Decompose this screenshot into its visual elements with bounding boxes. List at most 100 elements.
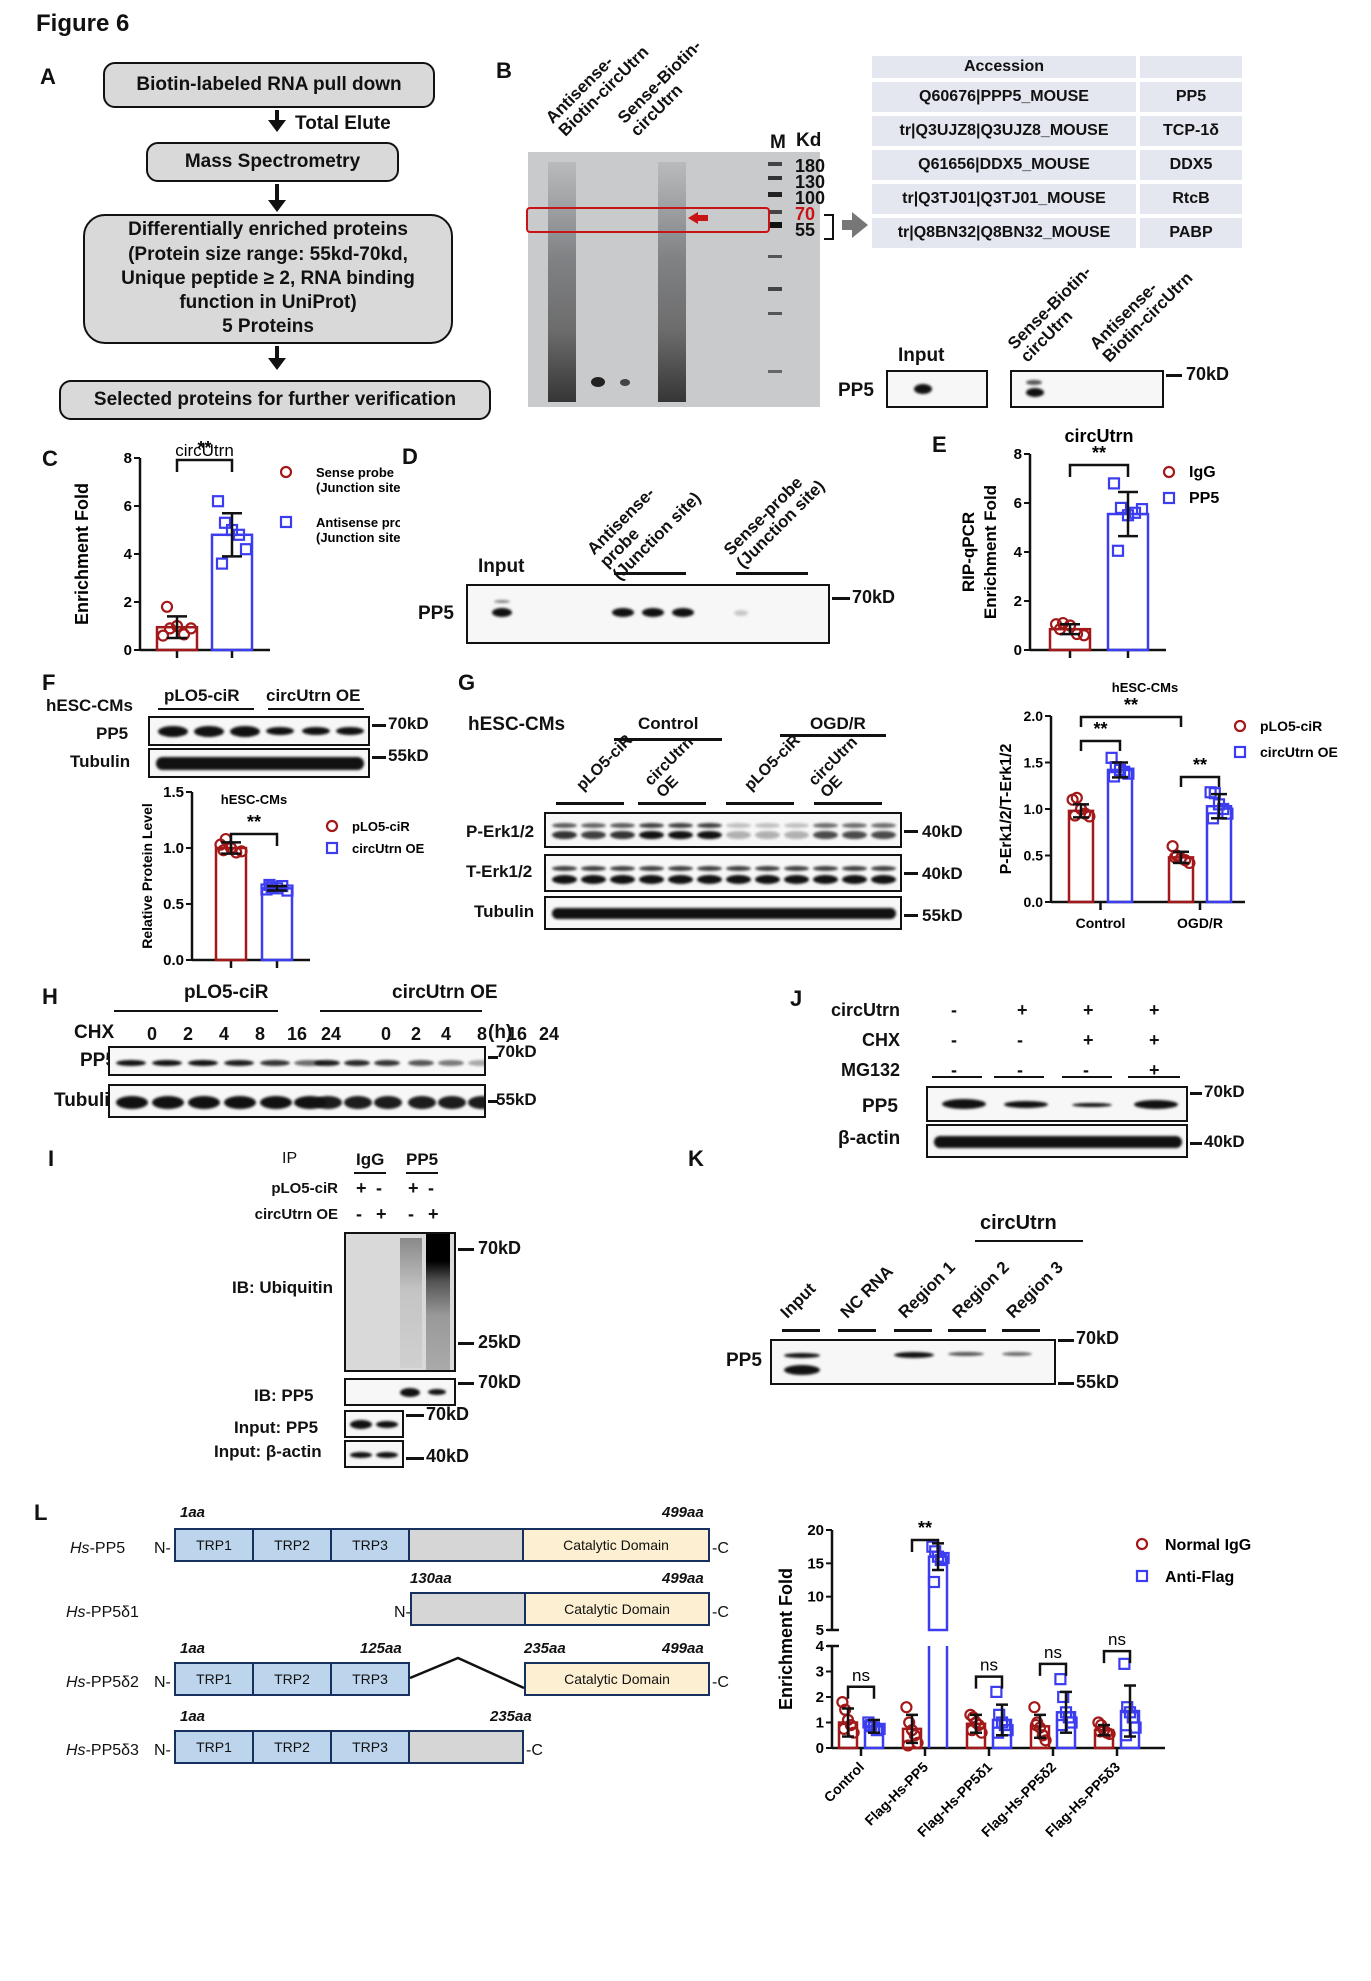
flow-step-pull-down: Biotin-labeled RNA pull down <box>103 62 435 108</box>
g-mw-perk: 40kD <box>922 822 963 841</box>
domain-catalytic: Catalytic Domain <box>524 1662 710 1696</box>
data-point <box>836 1696 849 1709</box>
construct-name: Hs-PP5δ2 <box>66 1674 139 1691</box>
gray-arrow-icon <box>852 212 868 238</box>
accession-cell: tr|Q3TJ01|Q3TJ01_MOUSE <box>872 184 1136 214</box>
significance-bracket <box>1102 1649 1132 1664</box>
domain-trp2: TRP2 <box>252 1662 332 1696</box>
band <box>408 1096 436 1109</box>
g-perk-blot <box>544 812 902 848</box>
mw-tick <box>904 830 918 833</box>
group-underline <box>406 1172 438 1174</box>
band <box>639 866 664 871</box>
y-tick-label: 4 <box>816 1638 825 1655</box>
data-point <box>1233 719 1247 733</box>
group-underline <box>614 572 686 575</box>
domain-trp3: TRP3 <box>330 1730 410 1764</box>
significance-bracket <box>1038 1662 1068 1676</box>
y-axis-label: Enrichment Fold <box>72 483 92 625</box>
data-point <box>235 845 248 858</box>
timepoint-label: 2 <box>411 1024 422 1044</box>
gel-spot <box>620 379 630 386</box>
band <box>755 875 780 884</box>
band <box>376 1452 398 1458</box>
flow-arrow-1 <box>268 110 286 132</box>
lane-underline <box>1002 1329 1040 1332</box>
band <box>116 1060 146 1066</box>
ladder-band <box>768 370 782 373</box>
mw-tick <box>904 914 918 917</box>
condition-value: - <box>951 1060 957 1080</box>
h-tubulin-blot <box>108 1084 486 1118</box>
band <box>639 823 664 828</box>
band <box>188 1060 218 1066</box>
splice-junction-line <box>409 1656 525 1690</box>
f-mw-70: 70kD <box>388 714 429 733</box>
bar <box>1067 809 1095 904</box>
significance-label: ns <box>1108 1630 1126 1649</box>
significance-bracket <box>846 1685 876 1699</box>
k-lane-label: NC RNA <box>836 1261 897 1322</box>
band <box>350 1452 372 1458</box>
data-point <box>232 528 246 541</box>
panel-h-letter: H <box>42 984 58 1009</box>
i-ibpp5-blot <box>344 1378 456 1406</box>
i-input-pp5-blot <box>344 1410 404 1438</box>
d-input-label: Input <box>478 556 525 577</box>
y-tick-label: 8 <box>124 450 132 467</box>
j-mw-40: 40kD <box>1204 1132 1245 1151</box>
gel-spot <box>591 377 605 387</box>
g-group-label: pLO5-ciR <box>741 731 804 795</box>
marker-lane-label: M <box>770 132 786 153</box>
band <box>784 823 809 828</box>
group-underline <box>638 802 706 805</box>
timepoint-label: 4 <box>219 1024 230 1044</box>
flow-step-text: Selected proteins for further verificati… <box>93 388 457 410</box>
chart-title: hESC-CMs <box>221 792 287 807</box>
data-point <box>1107 477 1121 490</box>
n-terminus: N- <box>394 1604 411 1621</box>
marker-55: 55 <box>795 220 816 240</box>
data-point <box>211 495 225 508</box>
timepoint-label: 24 <box>539 1024 560 1044</box>
protein-cell: RtcB <box>1140 184 1242 214</box>
y-axis-label: Enrichment Fold <box>981 485 1000 619</box>
i-mw-25: 25kD <box>478 1332 522 1352</box>
ladder-band <box>768 176 782 180</box>
condition-label: pLO5-ciR <box>271 1180 338 1197</box>
band <box>813 831 838 839</box>
band <box>344 1096 372 1109</box>
band <box>726 831 751 839</box>
band <box>784 831 809 839</box>
n-terminus: N- <box>154 1540 171 1557</box>
band <box>672 608 694 617</box>
g-mw-terk: 40kD <box>922 864 963 883</box>
red-arrow-shaft <box>698 215 708 221</box>
g-cell-label: hESC-CMs <box>468 714 566 735</box>
band <box>350 1420 372 1429</box>
band <box>842 875 867 884</box>
data-point <box>1135 1537 1149 1551</box>
data-point <box>1118 1657 1131 1670</box>
band <box>813 875 838 884</box>
condition-value: + <box>1149 1060 1160 1080</box>
domain-catalytic: Catalytic Domain <box>522 1528 710 1562</box>
g-tubulin-blot <box>544 896 902 930</box>
condition-value: + <box>356 1178 367 1198</box>
protein-cell: PP5 <box>1140 82 1242 112</box>
significance-label: ** <box>1093 719 1107 739</box>
protein-cell: DDX5 <box>1140 150 1242 180</box>
band <box>697 831 722 839</box>
significance-label: ** <box>247 812 261 832</box>
band <box>726 823 751 828</box>
band <box>610 831 635 839</box>
domain-trp3: TRP3 <box>330 1528 410 1562</box>
band <box>934 1136 1182 1148</box>
band <box>1026 388 1044 397</box>
lane-underline <box>932 1076 982 1078</box>
wb-lane-label-sense: Sense-Biotin- circUtrn <box>1004 262 1095 366</box>
